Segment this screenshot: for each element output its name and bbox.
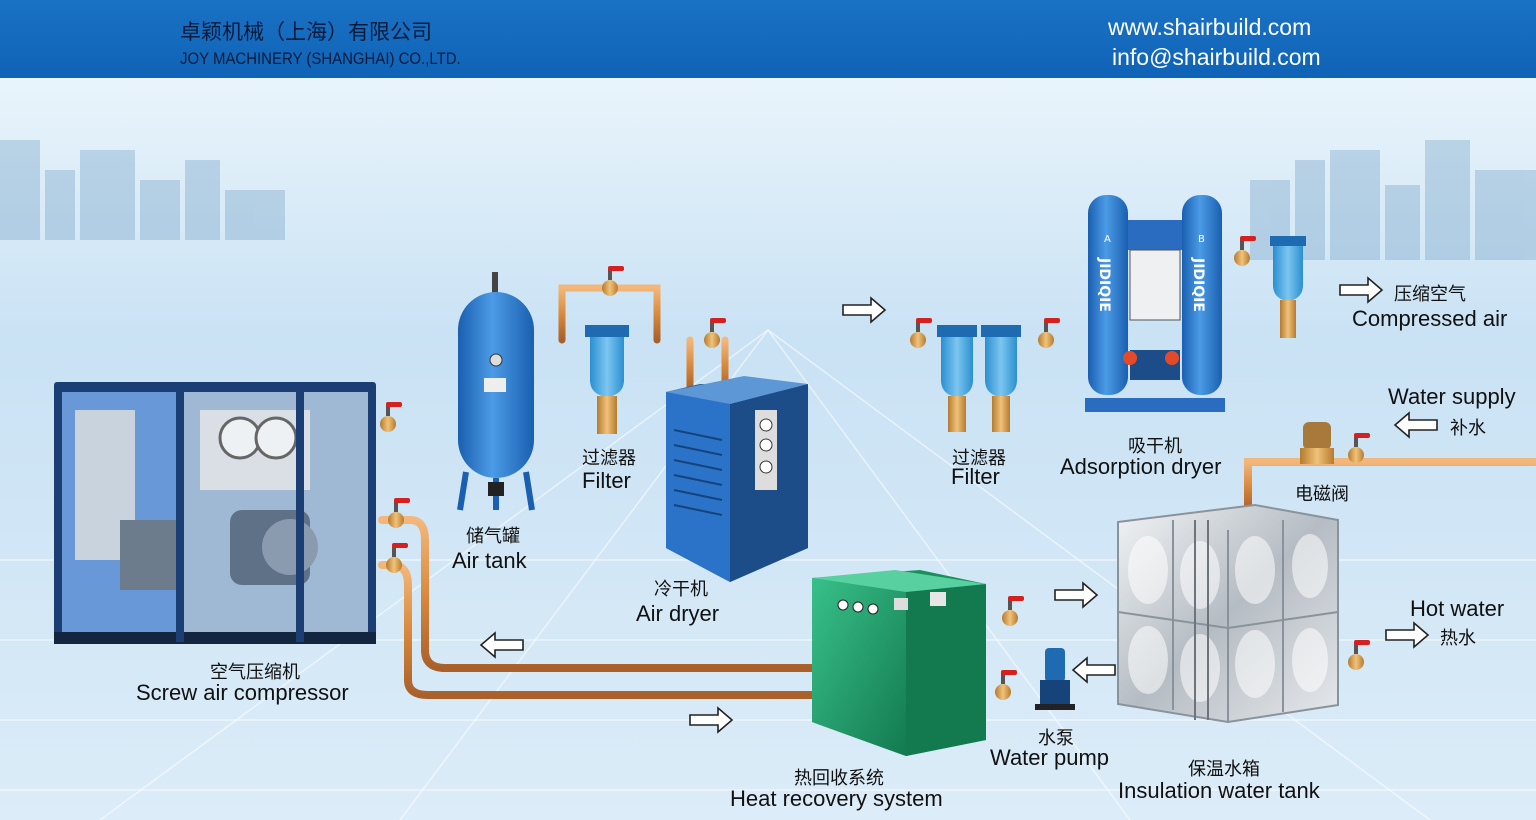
- valve-icon: [1038, 318, 1060, 348]
- arrow-right-icon: [689, 706, 734, 734]
- valve-icon: [704, 318, 726, 348]
- valves: [380, 236, 1370, 700]
- adsorption-label-en: Adsorption dryer: [1060, 454, 1222, 479]
- solenoid-valve: [1300, 422, 1334, 464]
- diagram-canvas: A B JIDIQIE JIDIQIE: [0, 78, 1536, 820]
- pipe-water-supply: [1244, 458, 1536, 514]
- air-dryer-label-en: Air dryer: [636, 601, 720, 626]
- filter1-label-cn: 过滤器: [582, 448, 636, 469]
- pipe-heat-out: [378, 516, 824, 672]
- valve-icon: [1348, 640, 1370, 670]
- filter2-label-cn: 过滤器: [952, 448, 1006, 469]
- tank-label-en: Insulation water tank: [1118, 778, 1320, 803]
- flow-arrows: [479, 276, 1438, 734]
- insulation-water-tank: [1117, 503, 1339, 724]
- water-supply-label-cn: 补水: [1450, 418, 1486, 439]
- adsorption-dryer: A B JIDIQIE JIDIQIE: [1085, 195, 1225, 412]
- brand-label-a: JIDIQIE: [1096, 257, 1112, 312]
- tower-b-label: B: [1198, 234, 1205, 245]
- air-tank: [457, 272, 535, 511]
- pump-label-cn: 水泵: [1038, 728, 1074, 749]
- filter-1: [585, 325, 629, 434]
- heat-recovery-label-en: Heat recovery system: [730, 786, 943, 811]
- arrow-left-icon: [479, 631, 524, 659]
- adsorption-label-cn: 吸干机: [1128, 436, 1182, 457]
- website-link[interactable]: www.shairbuild.com: [1108, 14, 1312, 40]
- filter-2a: [937, 325, 977, 432]
- water-supply-label-en: Water supply: [1388, 384, 1516, 409]
- heat-recovery-label-cn: 热回收系统: [794, 768, 884, 789]
- compressed-air-label-en: Compressed air: [1352, 306, 1508, 331]
- diagram-stage: A B JIDIQIE JIDIQIE: [0, 78, 1536, 820]
- brand-label-b: JIDIQIE: [1190, 257, 1206, 312]
- arrow-left-icon: [1071, 656, 1116, 684]
- filter-3: [1270, 236, 1306, 338]
- hot-water-label-en: Hot water: [1410, 596, 1505, 621]
- arrow-right-icon: [1054, 581, 1099, 609]
- arrow-right-icon: [1339, 276, 1384, 304]
- heat-recovery-system: [812, 570, 986, 756]
- valve-icon: [1348, 433, 1370, 463]
- air-tank-label-cn: 储气罐: [466, 526, 520, 547]
- arrow-right-icon: [842, 296, 887, 324]
- valve-icon: [602, 266, 624, 296]
- filter2-label-en: Filter: [951, 464, 1000, 489]
- water-pump: [1035, 648, 1075, 710]
- company-name-cn: 卓颖机械（上海）有限公司: [180, 20, 432, 44]
- air-tank-label-en: Air tank: [452, 548, 527, 573]
- compressor-label-en: Screw air compressor: [136, 680, 349, 705]
- city-skyline-left: [0, 140, 285, 240]
- filter-2b: [981, 325, 1021, 432]
- valve-icon: [380, 402, 402, 432]
- hot-water-label-cn: 热水: [1440, 628, 1476, 649]
- valve-icon: [1002, 596, 1024, 626]
- valve-icon: [388, 498, 410, 528]
- air-dryer: [666, 376, 808, 582]
- compressor-label-cn: 空气压缩机: [210, 662, 300, 683]
- valve-icon: [995, 670, 1017, 700]
- valve-icon: [1234, 236, 1256, 266]
- arrow-right-icon: [1385, 621, 1430, 649]
- compressed-air-label-cn: 压缩空气: [1394, 284, 1466, 305]
- tank-label-cn: 保温水箱: [1188, 759, 1260, 780]
- solenoid-label-cn: 电磁阀: [1295, 484, 1349, 505]
- screw-air-compressor: [54, 382, 376, 644]
- company-name-en: JOY MACHINERY (SHANGHAI) CO.,LTD.: [180, 49, 461, 68]
- city-skyline-right: [1250, 140, 1536, 260]
- air-dryer-label-cn: 冷干机: [654, 579, 708, 600]
- tower-a-label: A: [1104, 234, 1111, 245]
- arrow-left-icon: [1393, 411, 1438, 439]
- email-link[interactable]: info@shairbuild.com: [1112, 44, 1321, 70]
- header-bar: 卓颖机械（上海）有限公司 JOY MACHINERY (SHANGHAI) CO…: [0, 0, 1536, 78]
- pump-label-en: Water pump: [990, 745, 1110, 770]
- filter1-label-en: Filter: [582, 468, 631, 493]
- valve-icon: [910, 318, 932, 348]
- valve-icon: [386, 543, 408, 573]
